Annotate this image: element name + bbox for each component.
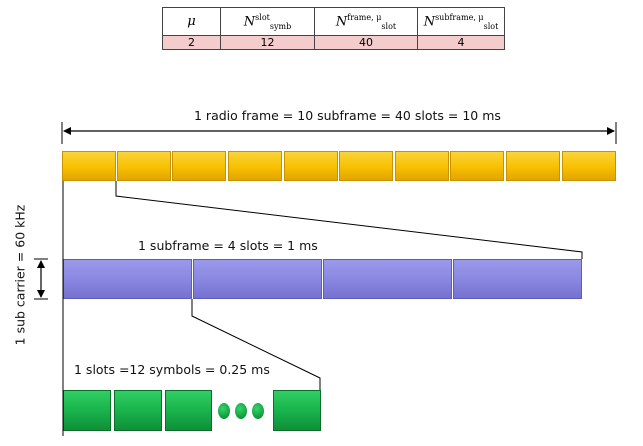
subframe-block [172, 151, 226, 181]
symbol-block [63, 390, 111, 431]
subframe-label: 1 subframe = 4 slots = 1 ms [138, 238, 318, 253]
header-slots-per-subframe: Nsubframe, μslot [417, 7, 505, 36]
ellipsis-dot [218, 403, 230, 419]
symbol-block [114, 390, 162, 431]
numerology-table: μ Nslotsymb Nframe, μslot Nsubframe, μsl… [162, 7, 505, 50]
subframe-block [395, 151, 449, 181]
subframe-block [62, 151, 116, 181]
table-header-row: μ Nslotsymb Nframe, μslot Nsubframe, μsl… [162, 7, 505, 36]
header-mu: μ [162, 7, 221, 36]
cell-slots-per-subframe: 4 [417, 35, 505, 50]
slot-block [323, 259, 452, 299]
subframe-block [284, 151, 338, 181]
subframe-block [339, 151, 393, 181]
subframe-zoom-line [115, 181, 583, 259]
slot-label: 1 slots =12 symbols = 0.25 ms [74, 362, 270, 377]
slot-block [453, 259, 582, 299]
slot-block [193, 259, 322, 299]
slot-zoom-line [191, 299, 321, 390]
symbol-block [273, 390, 321, 431]
subframe-block [450, 151, 504, 181]
subframe-block [506, 151, 560, 181]
table-row: 2 12 40 4 [162, 35, 505, 50]
subframe-block [228, 151, 282, 181]
cell-mu: 2 [162, 35, 221, 50]
symbol-block [165, 390, 212, 431]
cell-symbols-per-slot: 12 [220, 35, 315, 50]
slot-block [63, 259, 192, 299]
header-slots-per-frame: Nframe, μslot [314, 7, 418, 36]
radio-frame-label: 1 radio frame = 10 subframe = 40 slots =… [194, 108, 501, 123]
ellipsis-dot [235, 403, 247, 419]
subframe-block [562, 151, 616, 181]
ellipsis-dot [252, 403, 264, 419]
cell-slots-per-frame: 40 [314, 35, 418, 50]
subframe-block [117, 151, 171, 181]
